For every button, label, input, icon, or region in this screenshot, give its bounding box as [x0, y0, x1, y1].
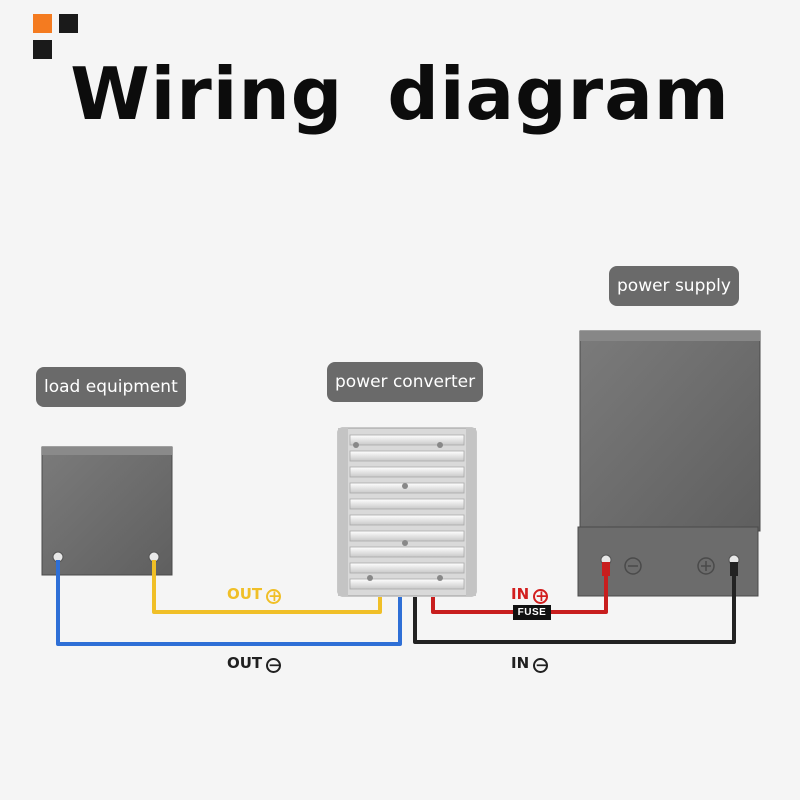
logo-square-orange	[33, 14, 52, 33]
power-converter-box	[337, 427, 477, 597]
load-equipment-callout: load equipment	[36, 367, 186, 407]
in-positive-label: IN+	[511, 585, 549, 605]
out-positive-label: OUT+	[227, 585, 282, 605]
out-positive-text: OUT	[227, 585, 263, 603]
wire-in-negative	[413, 562, 736, 644]
power-supply-callout: power supply	[609, 266, 739, 306]
fuse-label: FUSE	[513, 605, 551, 620]
power-supply-box	[577, 330, 761, 597]
in-negative-label: IN−	[511, 654, 549, 674]
negative-circle-icon: −	[266, 656, 282, 674]
positive-circle-icon: +	[266, 587, 282, 605]
logo-square-black-bottom	[33, 40, 52, 59]
negative-circle-icon: −	[533, 656, 549, 674]
load-equipment-box	[41, 446, 173, 576]
logo-square-black-right	[59, 14, 78, 33]
wire-out-negative	[56, 560, 402, 646]
brand-logo	[33, 14, 81, 62]
out-negative-label: OUT−	[227, 654, 282, 674]
page-title: Wiring diagram	[70, 52, 730, 136]
out-negative-text: OUT	[227, 654, 263, 672]
wire-out-positive	[152, 560, 382, 614]
positive-circle-icon: +	[533, 587, 549, 605]
in-positive-text: IN	[511, 585, 530, 603]
in-negative-text: IN	[511, 654, 530, 672]
power-converter-callout: power converter	[327, 362, 484, 402]
